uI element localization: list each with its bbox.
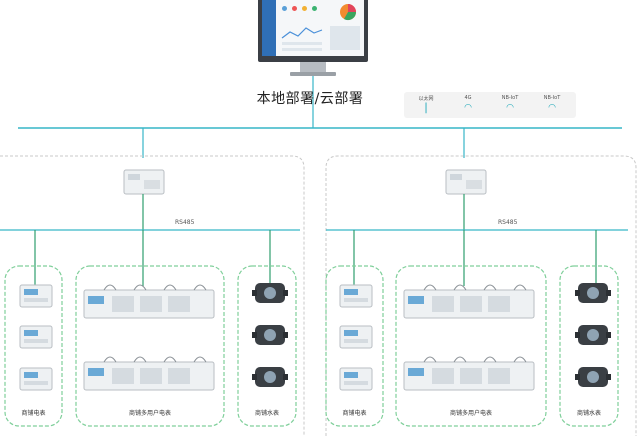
group-label: 商铺水表 [576,410,601,417]
group-label: 商铺多用户电表 [128,410,171,417]
bus-label-right: RS485 [498,219,518,226]
legend-item: NB-IoT ◠ [532,95,572,113]
group-label: 商铺水表 [254,410,279,417]
legend-item: 4G ◠ [448,95,488,113]
water-meter-group-right [575,283,611,387]
group-label: 商铺电表 [342,410,367,417]
gateway-device-left [123,169,165,195]
wifi-icon: ◠ [464,103,472,113]
legend-label: NB-IoT [543,95,561,101]
group-label: 商铺电表 [21,410,46,417]
legend-item: 以太网 ⎮ [406,95,446,114]
energy-meter-group-right [339,284,373,391]
network-legend: 以太网 ⎮ 4G ◠ NB-IoT ◠ NB-IoT ◠ [404,92,576,118]
wifi-icon: ◠ [548,103,556,113]
multi-user-meter-group-right [403,284,535,391]
gateway-device-right [445,169,487,195]
multi-user-meter-group-left [83,284,215,391]
bus-label-left: RS485 [175,219,195,226]
monitor-icon [258,0,368,76]
legend-label: NB-IoT [501,95,519,101]
deployment-label: 本地部署/云部署 [256,91,364,107]
legend-item: NB-IoT ◠ [490,95,530,113]
wifi-icon: ◠ [506,103,514,113]
energy-meter-group-left [19,284,53,391]
legend-label: 以太网 [418,96,434,102]
water-meter-group-left [252,283,288,387]
ethernet-icon: ⎮ [423,104,429,114]
legend-label: 4G [464,95,472,101]
group-label: 商铺多用户电表 [449,410,492,417]
